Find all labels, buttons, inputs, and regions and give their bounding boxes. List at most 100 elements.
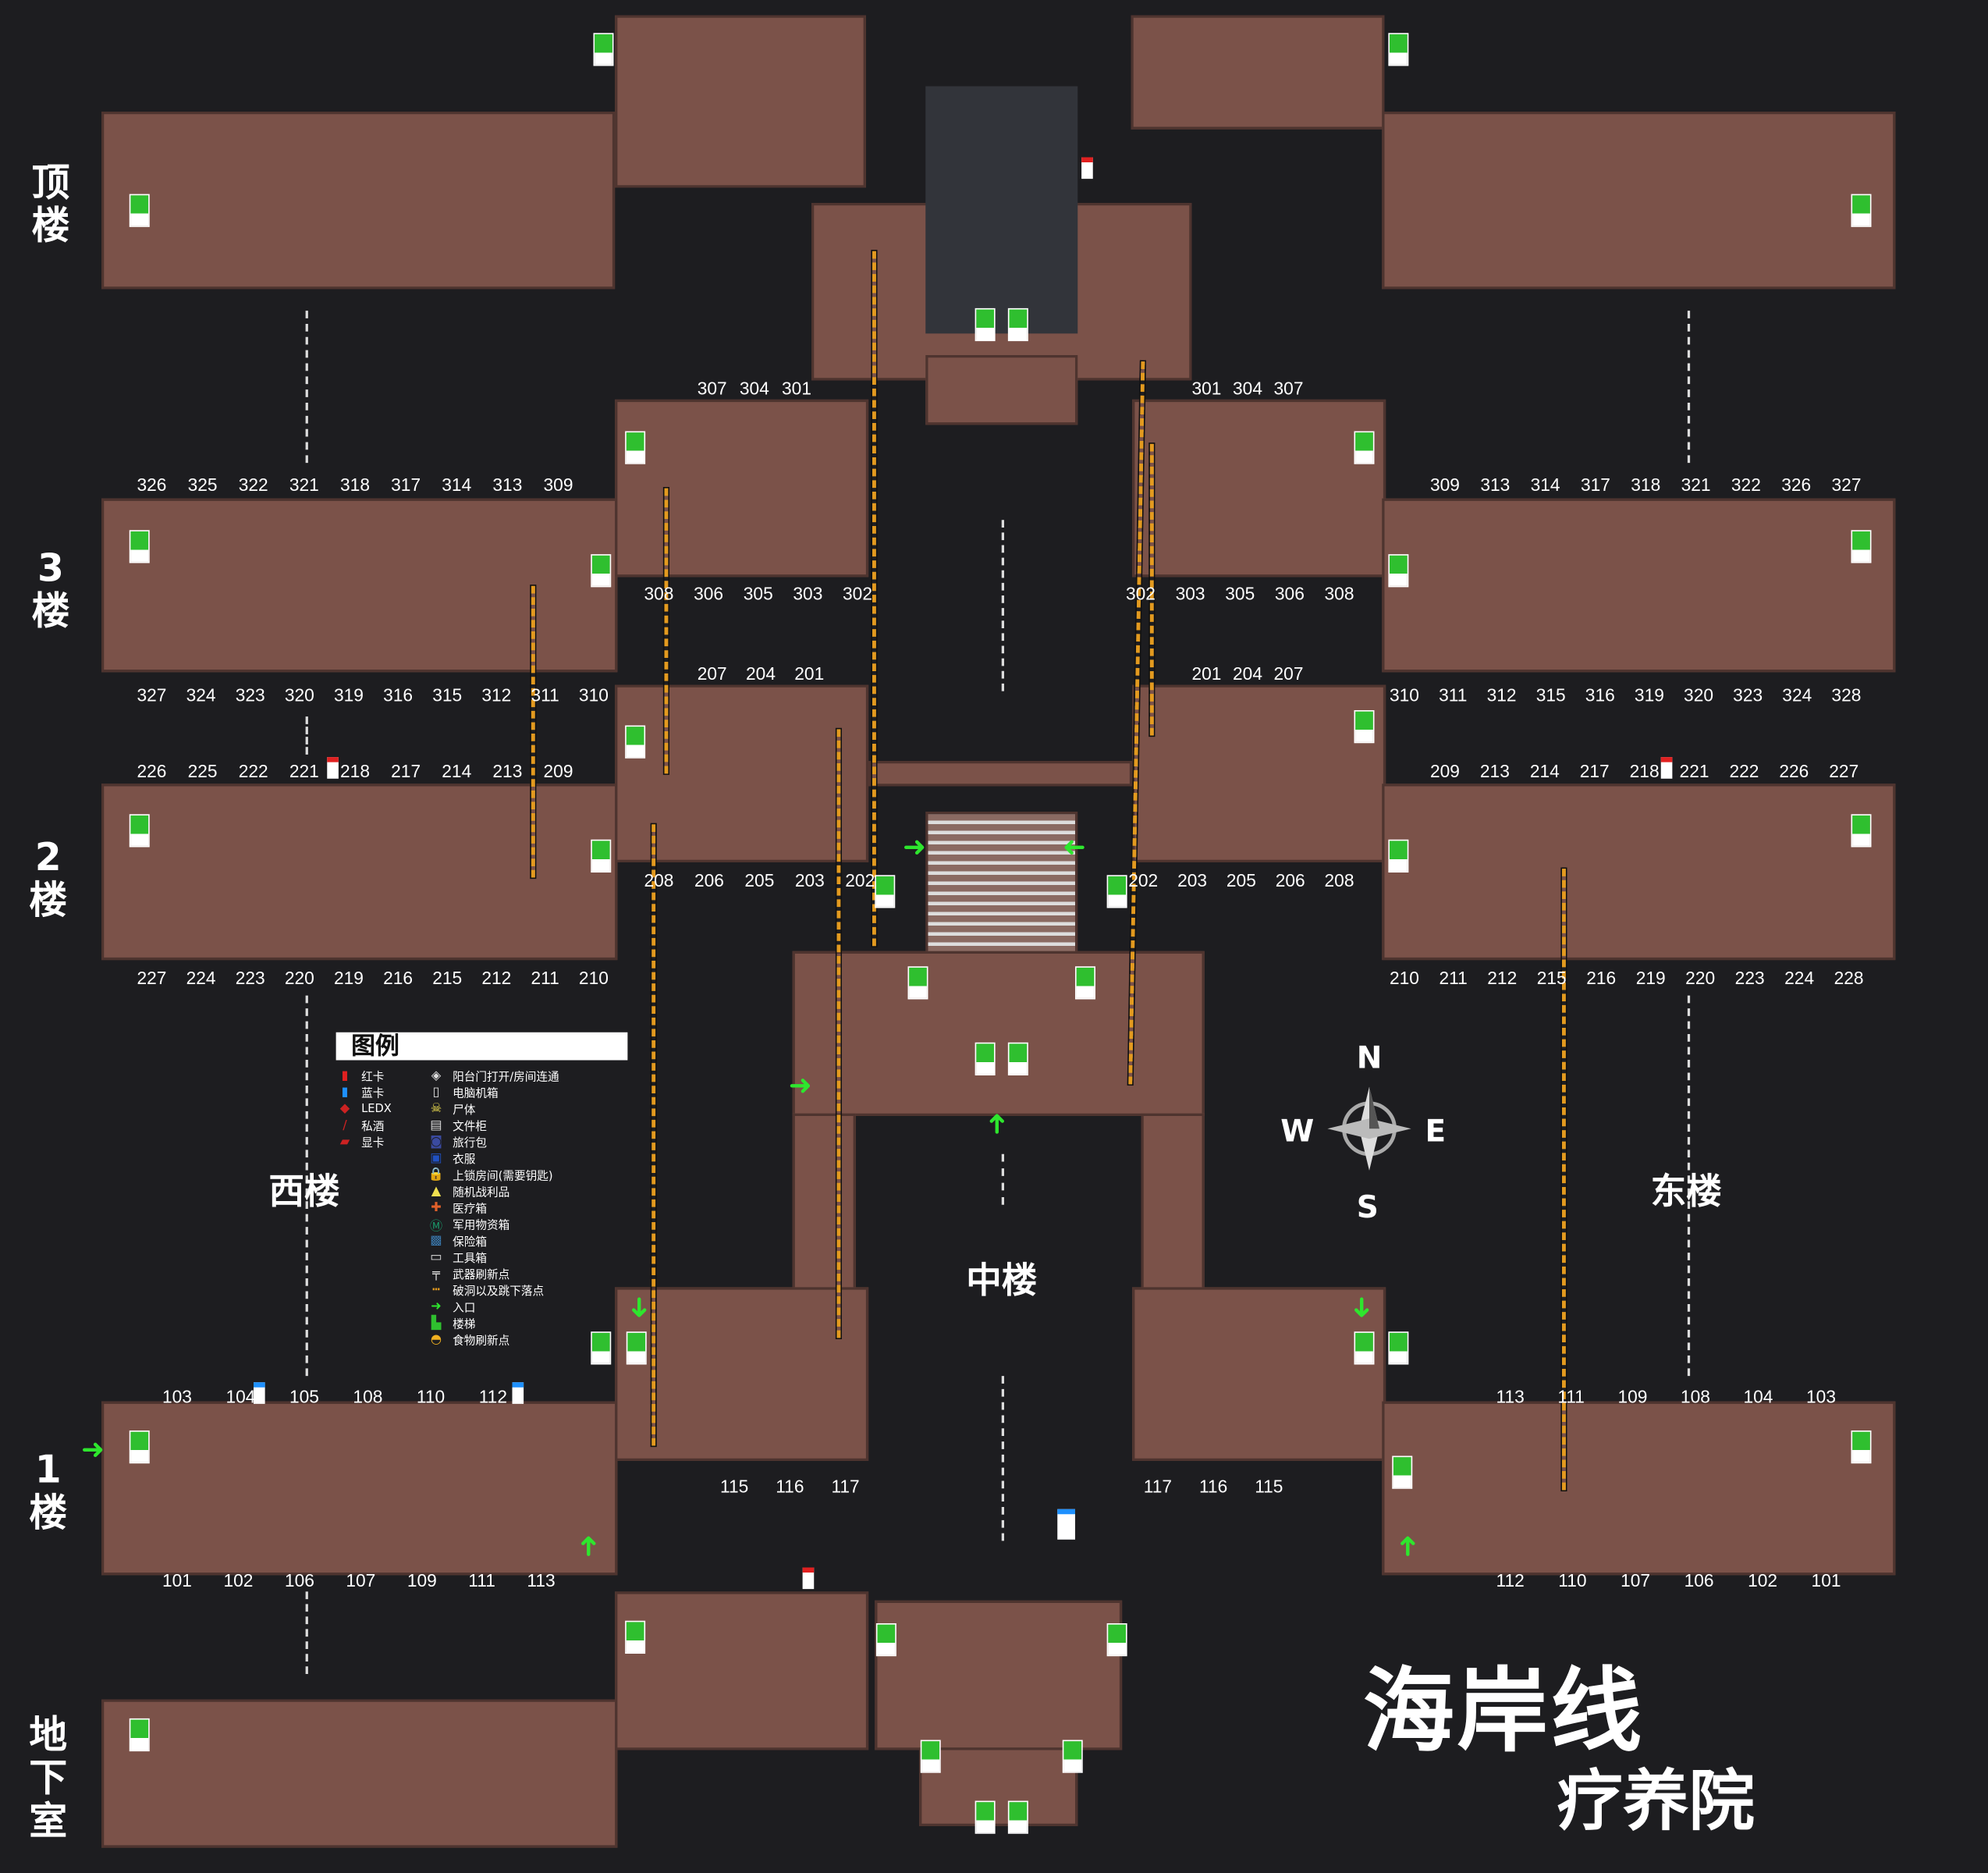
basement-west-wing <box>615 1591 869 1750</box>
military-crate-icon: Ⓜ <box>429 1220 443 1235</box>
stairs-icon[interactable] <box>974 1800 996 1834</box>
legend-column-left: ▮红卡▮蓝卡◆LEDX/私酒▰显卡 <box>336 1068 392 1150</box>
room-number: 225 <box>187 761 218 781</box>
stairs-icon[interactable] <box>1851 1431 1872 1464</box>
entrance-arrow-icon[interactable]: ➜ <box>788 1070 812 1103</box>
entrance-arrow-icon[interactable]: ➜ <box>903 832 926 864</box>
entrance-arrow-icon[interactable]: ➜ <box>982 1111 1014 1136</box>
room-number: 107 <box>1621 1569 1651 1590</box>
room-number: 208 <box>644 869 674 890</box>
room-number: 216 <box>1586 967 1617 988</box>
room-number: 320 <box>1684 684 1714 705</box>
lock-icon: 🔒 <box>428 1168 445 1182</box>
stairs-icon[interactable] <box>1392 1455 1413 1489</box>
legend-label: LEDX <box>361 1102 392 1116</box>
legend-item: ◓食物刷新点 <box>428 1331 559 1349</box>
stairs-icon[interactable] <box>1388 33 1409 66</box>
stairs-icon[interactable] <box>591 1331 612 1365</box>
legend-label: 旅行包 <box>453 1137 488 1150</box>
entrance-arrow-icon[interactable]: ➜ <box>81 1434 105 1466</box>
room-number: 202 <box>845 869 875 890</box>
legend-item: ╤武器刷新点 <box>428 1266 559 1282</box>
stairs-icon[interactable] <box>1851 194 1872 227</box>
stairs-icon[interactable] <box>1106 875 1127 908</box>
guide-line <box>305 311 308 464</box>
stairs-icon[interactable] <box>625 1620 646 1654</box>
red-keycard-icon <box>1081 157 1093 179</box>
legend-label: 衣服 <box>453 1153 476 1167</box>
stairs-icon[interactable] <box>129 1431 150 1464</box>
entrance-arrow-icon[interactable]: ➜ <box>1392 1534 1425 1558</box>
stairs-icon[interactable] <box>1106 1623 1127 1657</box>
legend-item: ▣衣服 <box>428 1150 559 1168</box>
room-number: 218 <box>340 761 370 781</box>
stairs-icon[interactable] <box>1388 554 1409 588</box>
stairs-icon[interactable] <box>974 1042 996 1075</box>
hole-drop-line <box>1562 869 1566 1491</box>
f3-east-wing <box>1132 399 1386 578</box>
center-main-block <box>792 951 1205 1116</box>
compass-east: E <box>1425 1113 1447 1150</box>
room-number: 102 <box>223 1569 254 1590</box>
stairs-icon[interactable] <box>1388 839 1409 873</box>
stairs-icon[interactable] <box>129 1718 150 1752</box>
stairs-icon[interactable] <box>1388 1331 1409 1365</box>
guide-line <box>1687 311 1691 464</box>
file-cabinet-icon: ▤ <box>430 1118 442 1133</box>
stairs-icon[interactable] <box>625 725 646 759</box>
room-number: 214 <box>442 761 472 781</box>
floor-label-roof: 顶楼 <box>31 161 70 249</box>
legend-item: ☠尸体 <box>428 1101 559 1118</box>
stairs-icon[interactable] <box>974 307 996 342</box>
ledx-icon: ◆ <box>339 1102 350 1116</box>
room-number: 307 <box>1273 378 1304 399</box>
entrance-arrow-icon[interactable]: ➜ <box>623 1295 655 1320</box>
stairs-icon[interactable] <box>129 194 150 227</box>
room-number: 228 <box>1834 967 1864 988</box>
room-number: 202 <box>1128 869 1159 890</box>
room-number: 315 <box>432 684 463 705</box>
entrance-arrow-icon[interactable]: ➜ <box>1062 832 1086 864</box>
stairs-icon[interactable] <box>1851 814 1872 848</box>
entrance-arrow-icon[interactable]: ➜ <box>573 1534 605 1558</box>
stairs-icon[interactable] <box>1851 530 1872 563</box>
room-number: 306 <box>1274 583 1305 604</box>
stairs-icon[interactable] <box>920 1740 941 1773</box>
stairs-icon[interactable] <box>593 33 614 66</box>
stairs-icon[interactable] <box>626 1331 647 1365</box>
guide-line <box>1001 520 1004 691</box>
stairs-icon[interactable] <box>1007 307 1028 342</box>
stairs-icon[interactable] <box>591 839 612 873</box>
stairs-icon[interactable] <box>129 814 150 848</box>
stairs-icon[interactable] <box>1354 431 1375 464</box>
room-number: 106 <box>1684 1569 1714 1590</box>
stairs-icon[interactable] <box>1007 1042 1028 1075</box>
stairs-icon[interactable] <box>875 1623 896 1657</box>
entrance-arrow-icon[interactable]: ➜ <box>1345 1295 1378 1320</box>
stairs-icon[interactable] <box>1007 1800 1028 1834</box>
center-top-void <box>925 86 1078 334</box>
room-number: 316 <box>1585 684 1615 705</box>
guide-line <box>1001 1153 1004 1205</box>
hole-drop-icon: ┅ <box>432 1283 440 1298</box>
stairs-icon[interactable] <box>1075 966 1095 1000</box>
stairs-icon[interactable] <box>129 530 150 563</box>
stairs-icon[interactable] <box>1354 710 1375 744</box>
stairs-icon[interactable] <box>1354 1331 1375 1365</box>
stairs-icon[interactable] <box>875 875 896 908</box>
stairs-icon[interactable] <box>907 966 928 1000</box>
room-number: 226 <box>137 761 167 781</box>
stairs-icon[interactable] <box>591 554 612 588</box>
room-number: 325 <box>187 474 218 495</box>
weapon-spawn-icon: ╤ <box>432 1267 440 1281</box>
stairs-icon[interactable] <box>625 431 646 464</box>
stairs-icon[interactable] <box>1062 1740 1083 1773</box>
room-number: 305 <box>1225 583 1255 604</box>
f3-west-block <box>101 498 618 673</box>
room-number: 307 <box>697 378 727 399</box>
room-number: 116 <box>776 1476 804 1497</box>
